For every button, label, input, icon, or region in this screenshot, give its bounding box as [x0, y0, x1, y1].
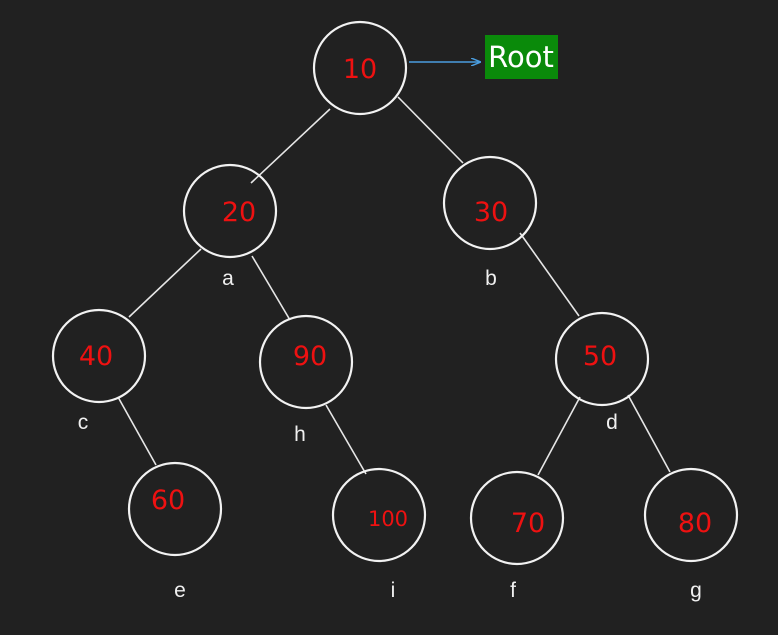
node-value: 90	[293, 341, 327, 372]
edge-90-100	[325, 404, 367, 475]
node-50: 50	[554, 311, 650, 407]
node-value: 30	[474, 197, 508, 228]
root-label: Root	[488, 40, 554, 74]
node-label-d: d	[606, 411, 618, 434]
root-badge	[485, 35, 558, 79]
edge-50-80	[627, 394, 671, 473]
node-label-e: e	[174, 579, 186, 602]
node-value: 20	[222, 197, 256, 228]
node-label-b: b	[485, 267, 497, 290]
node-label-g: g	[690, 579, 702, 602]
edge-20-40	[128, 248, 202, 318]
node-value: 100	[368, 507, 408, 531]
node-value: 10	[343, 54, 377, 85]
node-80: 80	[643, 467, 739, 563]
node-label-a: a	[222, 267, 234, 290]
node-20: 20	[182, 163, 278, 259]
node-10: 10	[312, 20, 408, 116]
node-value: 40	[79, 341, 113, 372]
node-label-i: i	[391, 579, 396, 602]
node-label-h: h	[294, 423, 306, 446]
node-30: 30	[442, 155, 538, 251]
node-90: 90	[258, 314, 354, 410]
node-value: 80	[678, 508, 712, 539]
node-100: 100	[331, 467, 427, 563]
node-40: 40	[51, 308, 147, 404]
node-value: 50	[583, 341, 617, 372]
edge-30-50	[519, 232, 580, 317]
node-label-f: f	[510, 579, 516, 602]
node-70: 70	[469, 470, 565, 566]
edge-10-20	[250, 108, 331, 184]
node-value: 60	[151, 485, 185, 516]
node-label-c: c	[78, 411, 89, 434]
node-value: 70	[511, 508, 545, 539]
edge-40-60	[117, 396, 157, 466]
edge-50-70	[537, 396, 581, 476]
edge-20-90	[251, 255, 291, 321]
node-60: 60	[127, 461, 223, 557]
edge-10-30	[397, 96, 464, 164]
